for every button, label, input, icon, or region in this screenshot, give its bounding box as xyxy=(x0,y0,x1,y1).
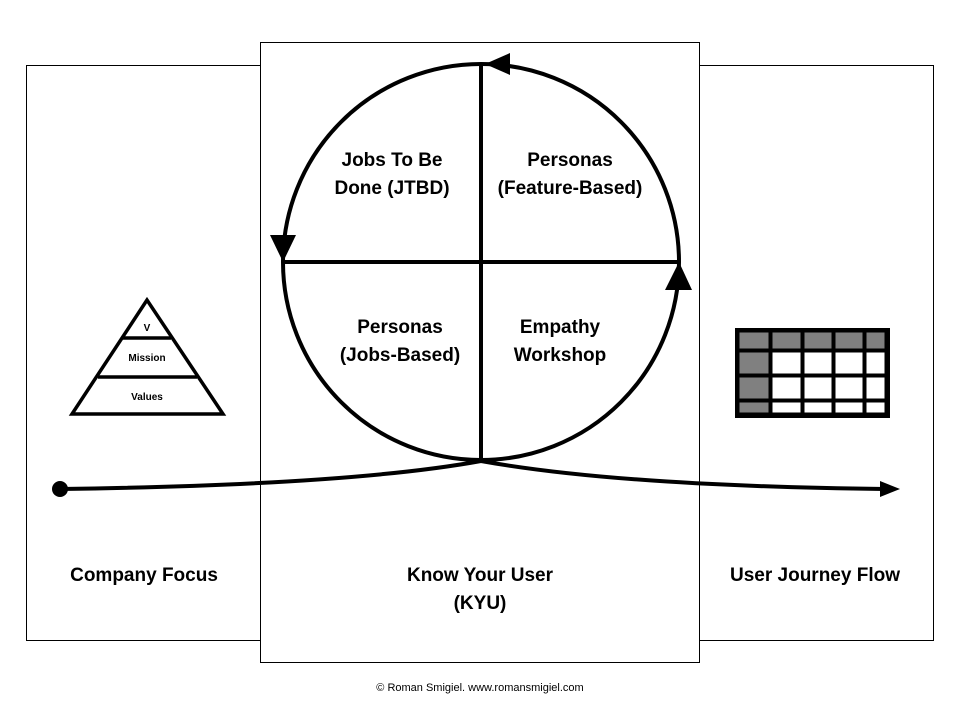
quadrant-jtbd: Jobs To Be Done (JTBD) xyxy=(302,147,482,203)
grid-cell xyxy=(772,377,801,399)
quadrant-personas-jobs: Personas (Jobs-Based) xyxy=(310,314,490,370)
grid-header-cell xyxy=(835,332,863,349)
grid-cell xyxy=(804,377,832,399)
grid-header-cell xyxy=(804,332,832,349)
kyu-label-line1: Know Your User xyxy=(406,565,554,586)
quadrant-text: Personas xyxy=(527,150,613,171)
pyramid-icon xyxy=(68,296,227,416)
quadrant-text: (Feature-Based) xyxy=(497,178,643,199)
arrow-left-icon xyxy=(485,53,510,75)
grid-header-cell xyxy=(739,377,769,399)
pyramid-label-mission: Mission xyxy=(128,353,165,364)
quadrant-text: Done (JTBD) xyxy=(334,178,450,199)
grid-cell xyxy=(835,377,863,399)
grid-cell xyxy=(866,377,885,399)
user-journey-flow-label: User Journey Flow xyxy=(730,565,900,586)
quadrant-personas-feature: Personas (Feature-Based) xyxy=(480,147,660,203)
kyu-label-line2: (KYU) xyxy=(453,593,507,614)
grid-cell xyxy=(804,352,832,374)
arrow-up-icon xyxy=(665,262,692,290)
arrow-right-icon xyxy=(880,481,900,497)
grid-header-cell xyxy=(739,332,769,349)
grid-cell xyxy=(866,402,885,413)
grid-cell xyxy=(866,352,885,374)
quadrant-text: (Jobs-Based) xyxy=(339,345,461,366)
pyramid-label-v: V xyxy=(144,323,151,334)
grid-header-cell xyxy=(866,332,885,349)
grid-cell xyxy=(835,352,863,374)
quadrant-text: Personas xyxy=(357,317,443,338)
kyu-cycle-circle xyxy=(281,62,681,462)
journey-grid-icon xyxy=(735,328,890,418)
grid-header-cell xyxy=(739,402,769,413)
quadrant-text: Empathy xyxy=(519,317,601,338)
journey-flow-line xyxy=(59,458,886,491)
grid-cell xyxy=(835,402,863,413)
grid-cell xyxy=(804,402,832,413)
copyright-text: © Roman Smigiel. www.romansmigiel.com xyxy=(376,682,584,694)
quadrant-text: Jobs To Be xyxy=(341,150,443,171)
kyu-label: Know Your User (KYU) xyxy=(360,562,600,618)
grid-cell xyxy=(772,402,801,413)
company-focus-label: Company Focus xyxy=(70,565,218,586)
grid-header-cell xyxy=(772,332,801,349)
pyramid-label-values: Values xyxy=(131,392,163,403)
grid-header-cell xyxy=(739,352,769,374)
grid-cell xyxy=(772,352,801,374)
quadrant-text: Workshop xyxy=(513,345,607,366)
arrow-down-icon xyxy=(270,235,296,262)
